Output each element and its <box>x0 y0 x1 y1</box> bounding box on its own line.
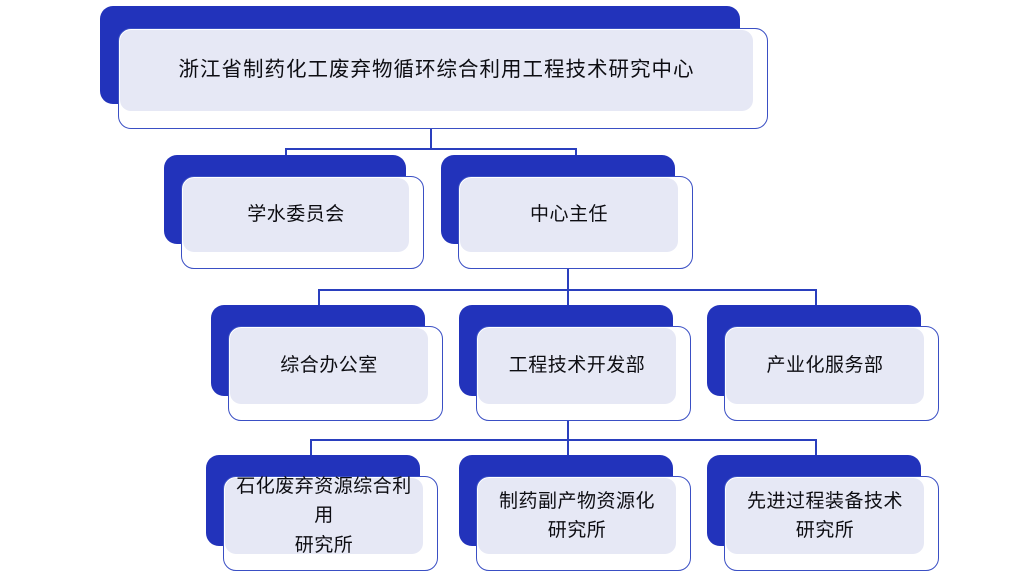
node-panel: 先进过程装备技术 研究所 <box>726 478 924 554</box>
org-node-engineering[interactable]: 工程技术开发部 <box>459 305 691 422</box>
connector-director-stem <box>567 268 569 290</box>
node-panel: 学水委员会 <box>183 178 409 252</box>
connector-to-equip-inst <box>815 439 817 459</box>
org-node-industrial[interactable]: 产业化服务部 <box>707 305 939 422</box>
org-node-label: 浙江省制药化工废弃物循环综合利用工程技术研究中心 <box>178 58 695 81</box>
org-node-petro-inst[interactable]: 石化废弃资源综合利用 研究所 <box>206 455 438 572</box>
connector-to-engineering <box>567 289 569 309</box>
connector-to-industrial <box>815 289 817 309</box>
org-node-label: 工程技术开发部 <box>508 355 646 377</box>
org-node-label: 产业化服务部 <box>766 355 884 377</box>
node-panel: 综合办公室 <box>230 328 428 404</box>
org-node-center[interactable]: 浙江省制药化工废弃物循环综合利用工程技术研究中心 <box>100 6 770 130</box>
node-panel: 工程技术开发部 <box>478 328 676 404</box>
connector-level2-bus <box>285 148 576 150</box>
org-node-label: 石化废弃资源综合利用 研究所 <box>236 475 412 556</box>
org-node-pharma-inst[interactable]: 制药副产物资源化 研究所 <box>459 455 691 572</box>
node-panel: 产业化服务部 <box>726 328 924 404</box>
org-node-office[interactable]: 综合办公室 <box>211 305 443 422</box>
connector-to-petro-inst <box>310 439 312 459</box>
node-panel: 浙江省制药化工废弃物循环综合利用工程技术研究中心 <box>120 30 753 111</box>
org-node-equip-inst[interactable]: 先进过程装备技术 研究所 <box>707 455 939 572</box>
connector-level4-bus <box>310 439 816 441</box>
connector-to-office <box>318 289 320 309</box>
org-node-label: 先进过程装备技术 研究所 <box>746 490 903 541</box>
node-panel: 中心主任 <box>460 178 678 252</box>
connector-to-pharma-inst <box>567 439 569 459</box>
org-node-label: 制药副产物资源化 研究所 <box>498 490 655 541</box>
org-node-director[interactable]: 中心主任 <box>441 155 693 270</box>
node-panel: 石化废弃资源综合利用 研究所 <box>225 476 423 556</box>
org-node-committee[interactable]: 学水委员会 <box>164 155 424 270</box>
org-node-label: 中心主任 <box>529 204 608 226</box>
connector-root-stem <box>430 128 432 149</box>
connector-engineering-stem <box>567 418 569 440</box>
org-node-label: 综合办公室 <box>280 355 378 377</box>
org-node-label: 学水委员会 <box>247 204 345 226</box>
node-panel: 制药副产物资源化 研究所 <box>478 478 676 554</box>
